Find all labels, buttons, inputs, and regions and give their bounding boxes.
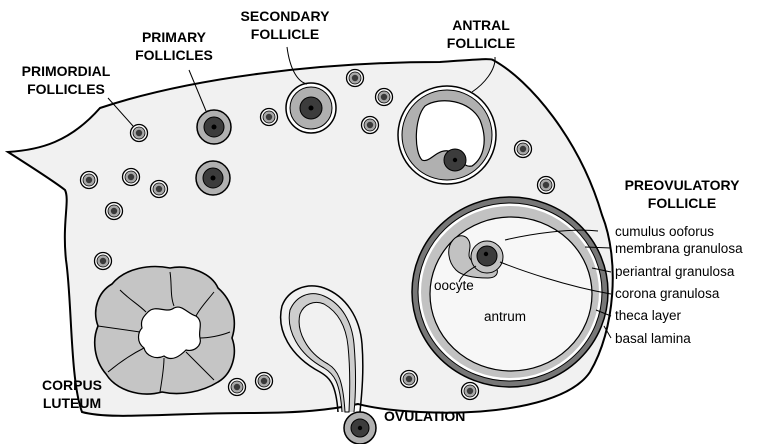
label-cumulus-ooforus: cumulus ooforus <box>615 224 714 239</box>
secondary-follicle <box>286 83 336 133</box>
label-corpus-luteum-1: CORPUS <box>42 377 102 393</box>
label-secondary-follicle-1: SECONDARY <box>241 8 331 24</box>
label-primary-follicles-1: PRIMARY <box>142 29 207 45</box>
label-secondary-follicle-2: FOLLICLE <box>251 26 319 42</box>
label-preovulatory-follicle-1: PREOVULATORY <box>625 177 741 193</box>
label-antrum: antrum <box>484 309 526 324</box>
label-corpus-luteum-2: LUTEUM <box>43 395 101 411</box>
label-periantral-granulosa: periantral granulosa <box>615 264 735 279</box>
label-theca-layer: theca layer <box>615 308 682 323</box>
label-primordial-follicles-2: FOLLICLES <box>27 81 105 97</box>
label-antral-follicle-1: ANTRAL <box>452 17 510 33</box>
label-primordial-follicles-1: PRIMORDIAL <box>22 63 111 79</box>
label-primary-follicles-2: FOLLICLES <box>135 47 213 63</box>
label-ovulation: OVULATION <box>384 408 465 424</box>
label-membrana-granulosa: membrana granulosa <box>615 241 743 256</box>
antral-follicle <box>398 86 496 184</box>
label-preovulatory-follicle-2: FOLLICLE <box>648 195 716 211</box>
label-oocyte: oocyte <box>434 278 474 293</box>
corpus-luteum <box>95 267 235 394</box>
label-basal-lamina: basal lamina <box>615 331 691 346</box>
label-antral-follicle-2: FOLLICLE <box>447 35 515 51</box>
label-corona-granulosa: corona granulosa <box>615 286 720 301</box>
